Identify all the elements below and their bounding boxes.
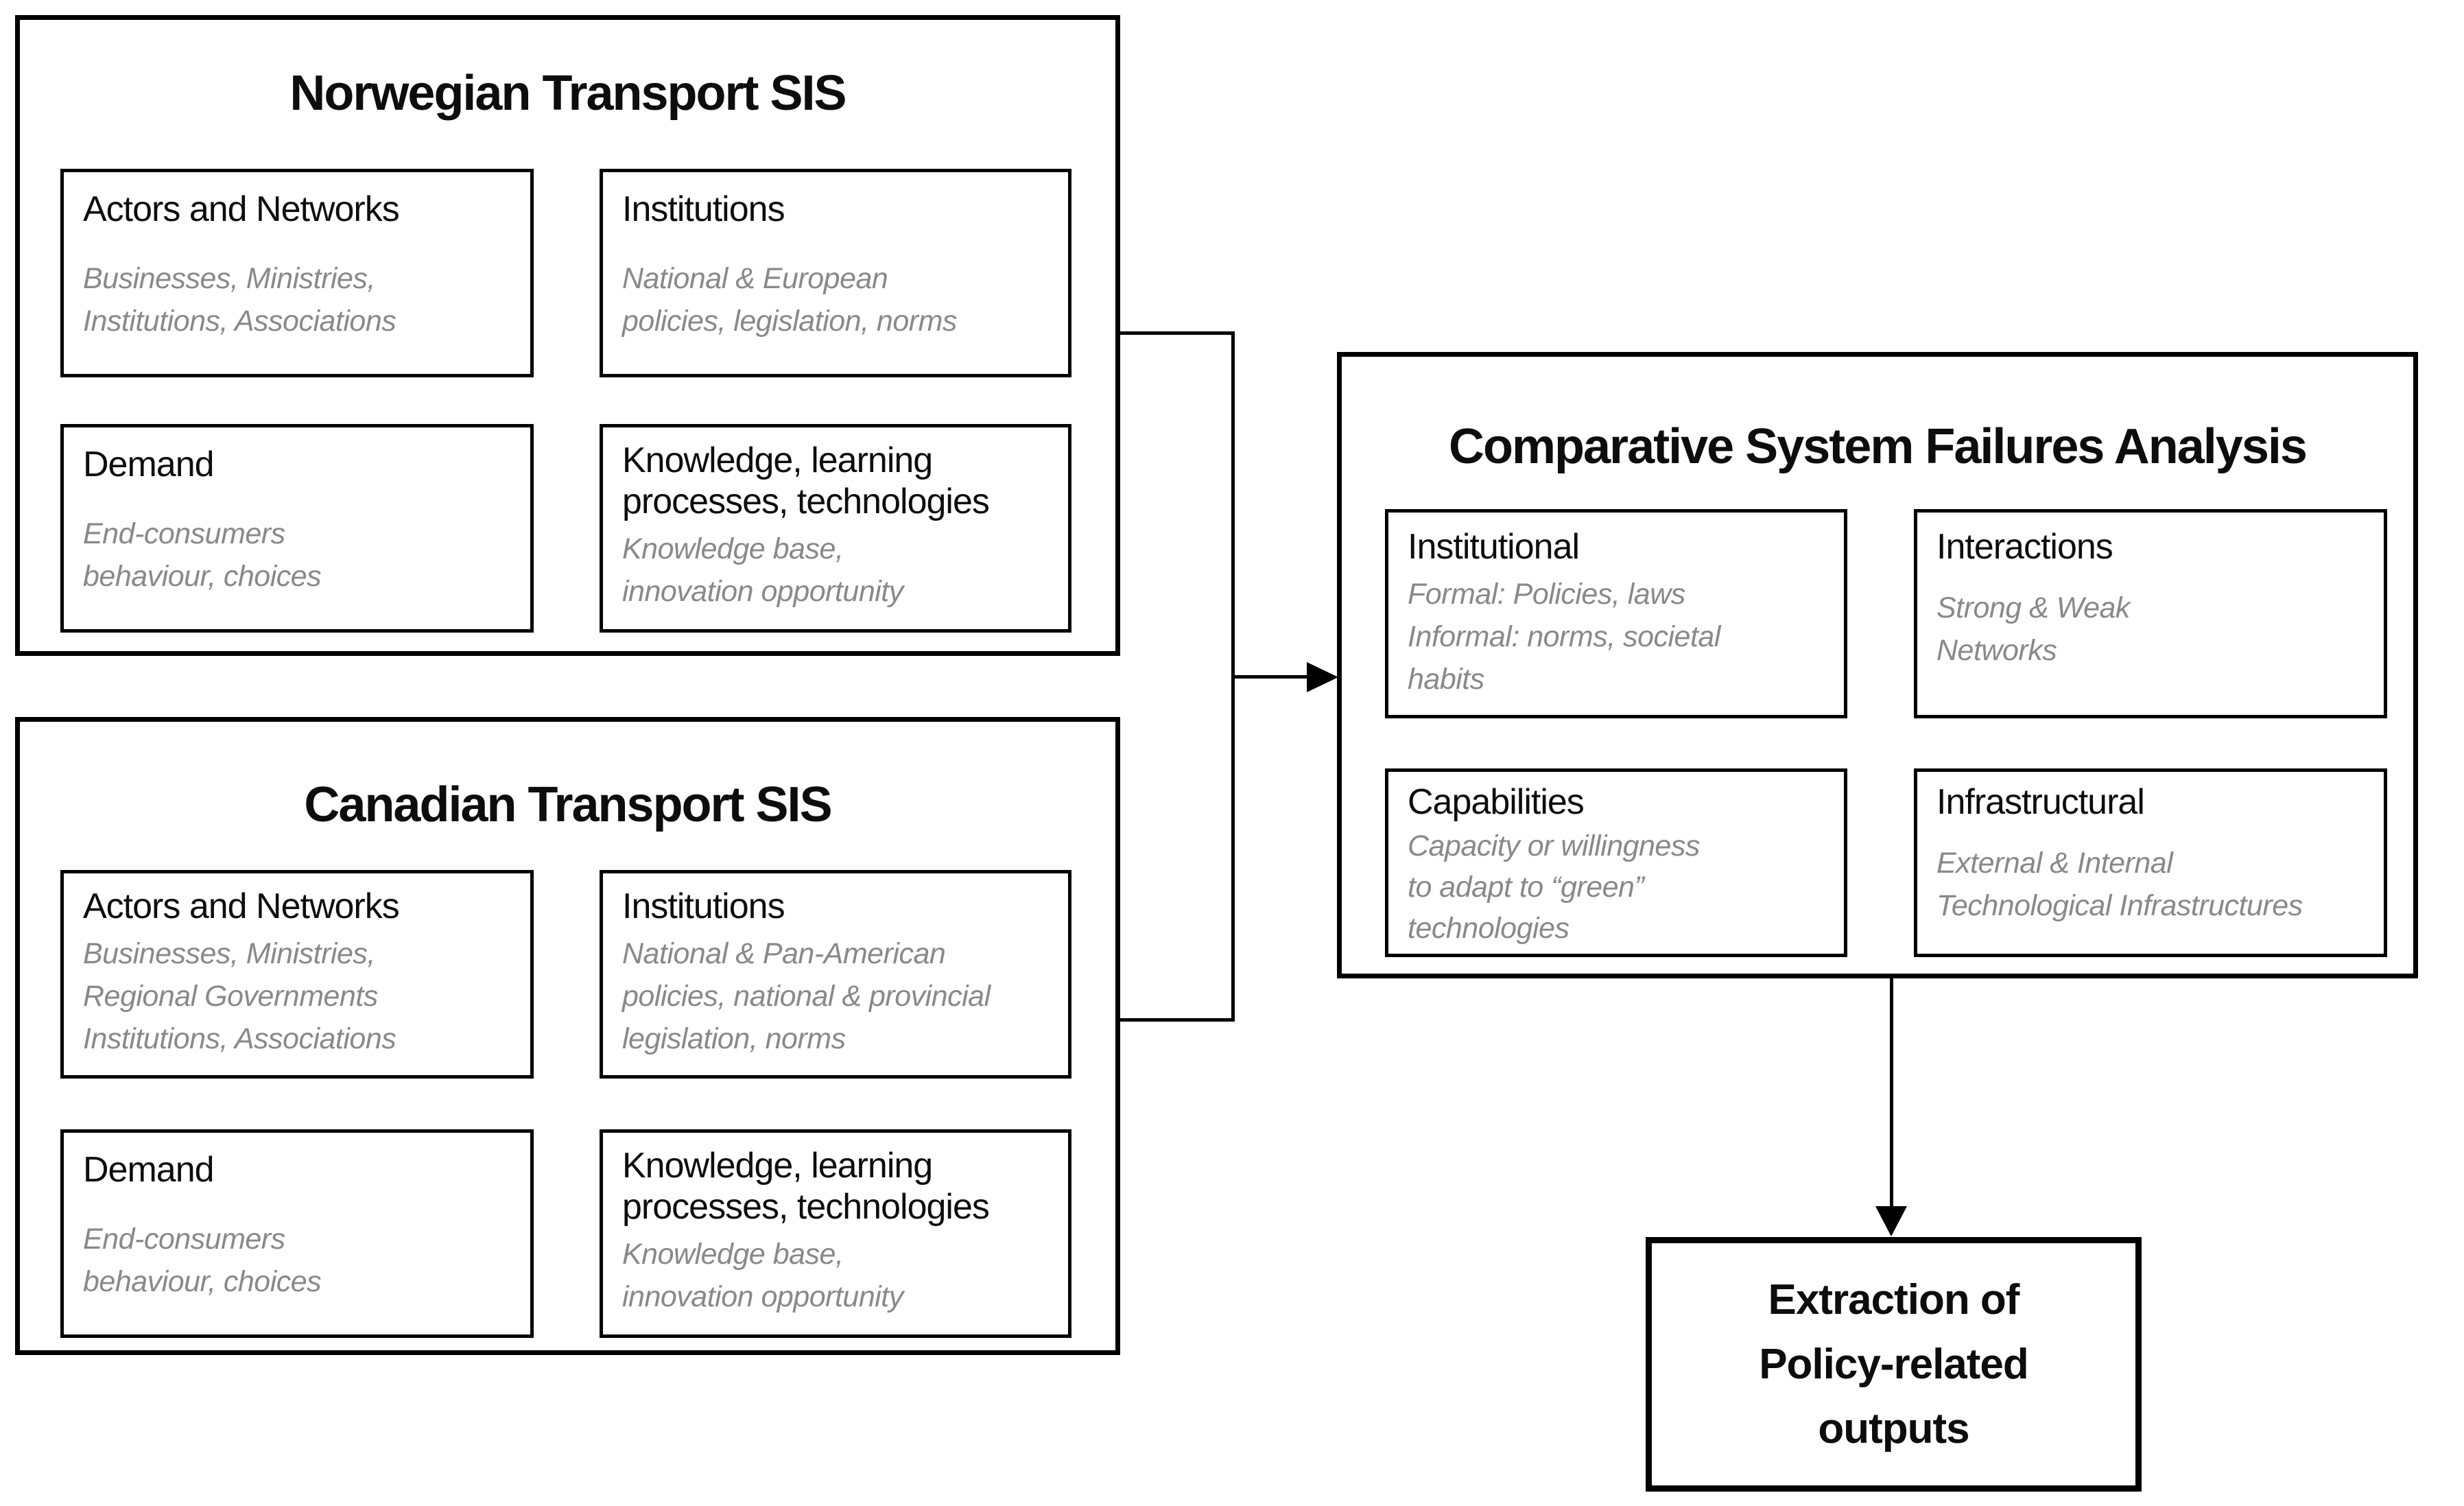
norwegian-institutions-box: Institutions National & European policie… [600,169,1071,377]
canadian-demand-box: Demand End-consumers behaviour, choices [60,1129,534,1338]
canadian-sis-title: Canadian Transport SIS [304,777,832,832]
comparative-analysis-box: Comparative System Failures Analysis Ins… [1337,352,2418,978]
output-arrow-shaft [1890,978,1893,1212]
infrastructural-box: Infrastructural External & Internal Tech… [1914,768,2387,957]
interactions-heading: Interactions [1936,527,2113,567]
interactions-body: Strong & Weak Networks [1936,591,2130,667]
norwegian-knowledge-box: Knowledge, learning processes, technolog… [600,424,1071,633]
capabilities-box: Capabilities Capacity or willingness to … [1385,768,1847,957]
canadian-institutions-body: National & Pan-American policies, nation… [622,937,991,1055]
institutional-box: Institutional Formal: Policies, laws Inf… [1385,509,1847,718]
canadian-connector-line [1120,1018,1235,1022]
merge-arrow-shaft [1233,675,1310,679]
norwegian-actors-box: Actors and Networks Businesses, Ministri… [60,169,534,377]
infrastructural-heading: Infrastructural [1936,782,2145,822]
norwegian-sis-box: Norwegian Transport SIS Actors and Netwo… [15,15,1120,656]
norwegian-connector-line [1120,331,1235,335]
canadian-demand-heading: Demand [83,1150,215,1190]
canadian-institutions-heading: Institutions [622,886,785,926]
norwegian-institutions-heading: Institutions [622,189,785,229]
canadian-institutions-box: Institutions National & Pan-American pol… [600,870,1071,1079]
comparative-analysis-title: Comparative System Failures Analysis [1449,419,2308,474]
norwegian-knowledge-heading: Knowledge, learning processes, technolog… [622,440,990,521]
canadian-actors-heading: Actors and Networks [83,886,400,926]
canadian-sis-box: Canadian Transport SIS Actors and Networ… [15,717,1120,1355]
norwegian-knowledge-body: Knowledge base, innovation opportunity [622,532,903,608]
infrastructural-body: External & Internal Technological Infras… [1936,847,2303,922]
norwegian-institutions-body: National & European policies, legislatio… [622,262,957,338]
merge-arrow-head-icon [1307,662,1338,692]
norwegian-demand-heading: Demand [83,445,215,484]
output-arrow-head-icon [1875,1206,1907,1236]
capabilities-body: Capacity or willingness to adapt to “gre… [1408,830,1700,945]
norwegian-demand-body: End-consumers behaviour, choices [83,517,322,593]
canadian-demand-body: End-consumers behaviour, choices [83,1223,322,1298]
canadian-knowledge-body: Knowledge base, innovation opportunity [622,1238,903,1313]
norwegian-actors-body: Businesses, Ministries, Institutions, As… [83,262,396,338]
extraction-outputs-label: Extraction of Policy-related outputs [1759,1275,2029,1452]
extraction-outputs-box: Extraction of Policy-related outputs [1646,1237,2142,1492]
canadian-actors-box: Actors and Networks Businesses, Ministri… [60,870,534,1079]
canadian-knowledge-heading: Knowledge, learning processes, technolog… [622,1146,990,1227]
interactions-box: Interactions Strong & Weak Networks [1914,509,2387,718]
norwegian-sis-title: Norwegian Transport SIS [289,66,846,121]
norwegian-actors-heading: Actors and Networks [83,189,400,229]
canadian-actors-body: Businesses, Ministries, Regional Governm… [83,937,396,1055]
canadian-knowledge-box: Knowledge, learning processes, technolog… [600,1129,1071,1338]
norwegian-demand-box: Demand End-consumers behaviour, choices [60,424,534,633]
capabilities-heading: Capabilities [1408,782,1585,822]
institutional-heading: Institutional [1408,527,1580,567]
institutional-body: Formal: Policies, laws Informal: norms, … [1408,578,1720,696]
